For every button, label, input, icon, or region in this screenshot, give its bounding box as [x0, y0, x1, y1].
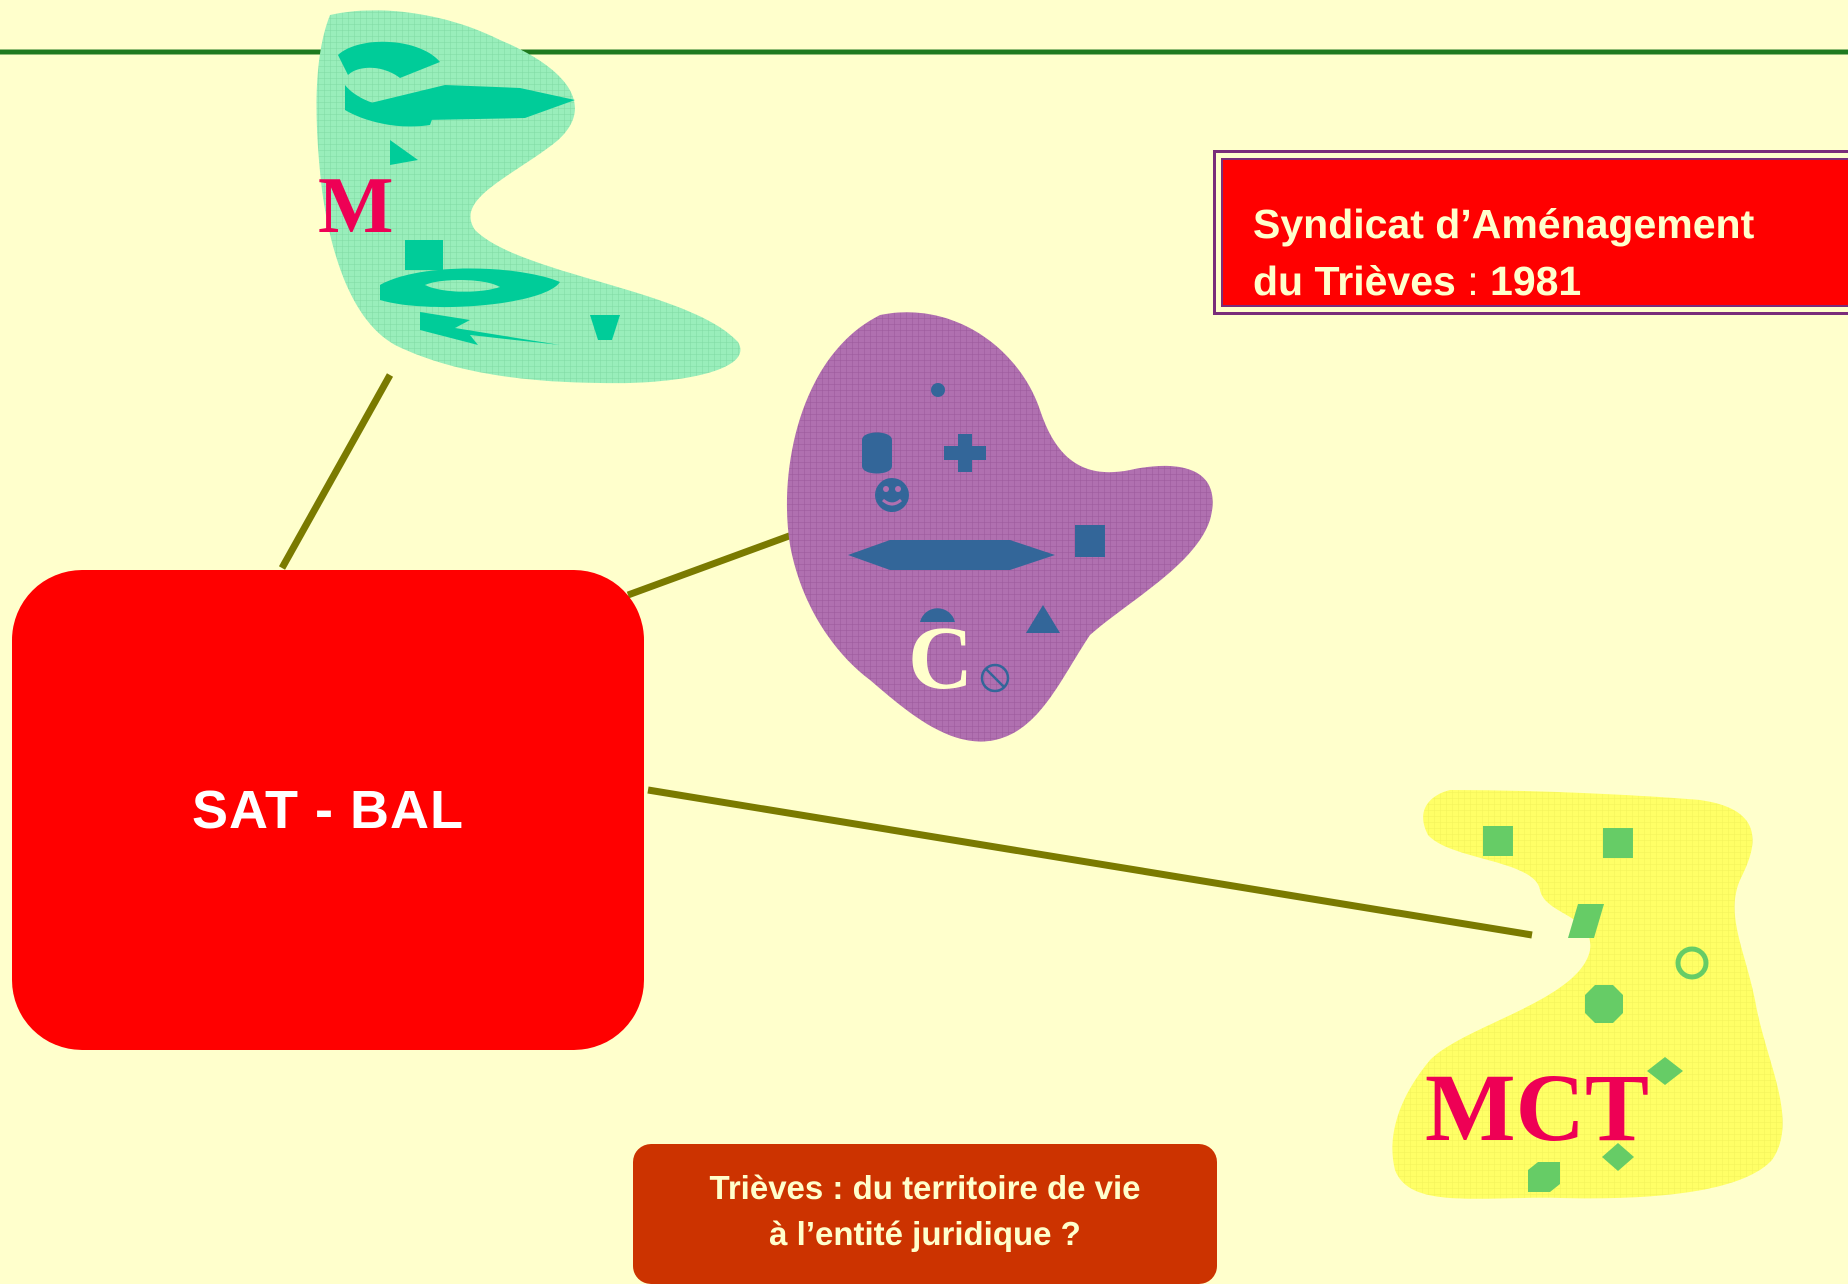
- smiley-icon: [875, 478, 909, 512]
- trapezoid-icon: [590, 315, 620, 340]
- connector-sat-m: [278, 373, 394, 570]
- no-symbol-icon: [980, 663, 1010, 693]
- hexagon-banner-icon: [350, 85, 575, 120]
- blob-mct: MCT: [1392, 790, 1783, 1199]
- sat-bal-label: SAT - BAL: [192, 780, 464, 840]
- ring-icon: [380, 268, 560, 308]
- info-line-2-year: 1981: [1490, 258, 1582, 304]
- octagon-icon: [1585, 985, 1623, 1023]
- diamond-icon: [1647, 1057, 1683, 1085]
- blob-m-label: M: [318, 162, 394, 250]
- info-box: Syndicat d’Aménagement du Trièves : 1981: [1213, 150, 1848, 315]
- blob-c: C: [786, 312, 1213, 742]
- wave-icon: [338, 41, 440, 78]
- cube-icon-mct: [1528, 1162, 1560, 1192]
- grid-square-icon: [1483, 826, 1513, 856]
- parallelogram-icon: [1568, 904, 1604, 938]
- lightning-icon: [420, 312, 560, 345]
- info-box-inner: Syndicat d’Aménagement du Trièves : 1981: [1221, 158, 1848, 307]
- sat-bal-node: SAT - BAL: [12, 570, 644, 1050]
- triangle-icon: [390, 140, 418, 165]
- caption-box: Trièves : du territoire de vie à l’entit…: [633, 1144, 1217, 1284]
- square-icon: [405, 240, 443, 270]
- blob-m: M: [316, 10, 741, 384]
- cylinder-icon: [862, 432, 892, 474]
- grid-square-icon-2: [1603, 828, 1633, 858]
- connector-sat-mct: [647, 786, 1533, 939]
- connector-sat-c: [626, 528, 802, 599]
- half-circle-icon: [920, 608, 955, 622]
- caption-line-1: Trièves : du territoire de vie: [709, 1169, 1141, 1206]
- plus-icon: [944, 434, 986, 472]
- blob-mct-label: MCT: [1425, 1054, 1649, 1161]
- info-line-1: Syndicat d’Aménagement: [1253, 201, 1755, 247]
- cube-icon: [1075, 525, 1105, 557]
- dot-icon: [931, 383, 945, 397]
- blob-c-shape: [786, 312, 1213, 742]
- info-line-2-sep: :: [1455, 258, 1491, 304]
- blob-c-label: C: [908, 609, 973, 708]
- triangle-icon-c: [1026, 605, 1060, 633]
- diamond-icon-2: [1602, 1143, 1634, 1171]
- elongated-hexagon-icon: [848, 540, 1055, 570]
- caption-line-2: à l’entité juridique ?: [769, 1215, 1081, 1252]
- info-line-2-name: du Trièves: [1253, 258, 1456, 304]
- info-line-2: du Trièves : 1981: [1253, 253, 1848, 310]
- ring-icon-mct: [1675, 946, 1709, 980]
